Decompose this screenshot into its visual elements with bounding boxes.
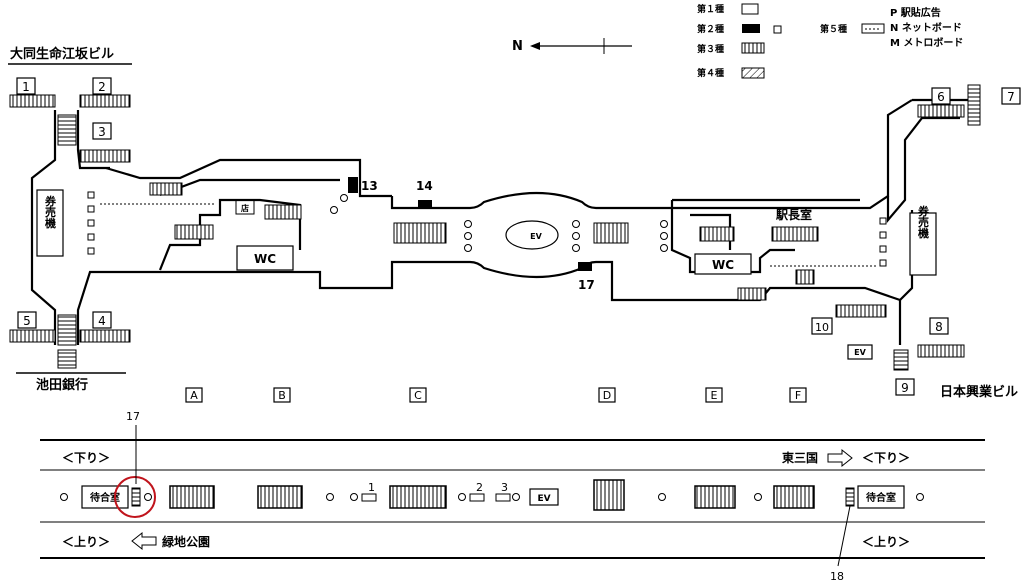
exit-1: 1 [22,80,30,94]
north-arrow-icon [530,42,540,50]
ad-13: 13 [361,179,378,193]
ticket-machine-left [36,189,64,257]
wc-left [236,245,294,271]
ticket-machine-left-label: 券売機 [44,194,58,229]
exit-7: 7 [1007,90,1015,104]
section-f: F [795,389,801,402]
exit-2: 2 [98,80,106,94]
north-label: N [512,39,523,54]
ev-center-label: EV [530,232,542,241]
ad-14: 14 [416,179,433,193]
exit-5: 5 [23,314,31,328]
ev-right-label: EV [854,348,866,357]
section-c: C [414,389,422,402]
station-master-label: 駅長室 [775,207,812,222]
platform-up-left: ＜上り＞ [62,534,110,549]
columns [87,191,887,267]
legend-type3-symbol [741,42,765,54]
section-e: E [711,389,718,402]
legend-type5-symbol [861,23,885,34]
exit-stairs [9,84,981,371]
legend-type1: 第１種 [697,3,724,15]
exit-3: 3 [98,125,106,139]
legend-type2: 第２種 [697,23,724,35]
wc-right [694,253,752,275]
legend-type4-symbol [741,67,765,79]
legend-n: N ネットボード [890,21,962,34]
platform-up-right: ＜上り＞ [862,534,910,549]
section-letters: A B C D E F [185,387,807,403]
legend-type3: 第３種 [697,43,724,55]
arrow-left-icon [131,531,157,551]
exit-4: 4 [98,314,106,328]
wc-left-label: WC [254,252,276,266]
wc-right-label: WC [712,258,734,272]
ad-markers: 13 14 17 [348,177,595,292]
building-bottom-right: 日本興業ビル [940,384,1018,400]
platform-ev: EV [537,494,550,504]
waiting-room-left: 待合室 [90,491,120,504]
ev-center [505,220,559,250]
ad-17-platform: 17 [126,410,140,423]
exit-9: 9 [901,381,909,395]
legend-p: P 駅貼広告 [890,6,941,19]
building-bottom-left: 池田銀行 [36,377,88,393]
exit-10: 10 [815,321,829,334]
platform-down-right: ＜下り＞ [862,451,910,465]
section-a: A [190,389,198,402]
highlight-17 [114,476,156,518]
exit-6: 6 [937,90,945,104]
ticket-machine-right-label: 券売機 [917,204,931,239]
ad-18: 18 [830,570,844,583]
legend-type2-symbol [742,24,760,33]
platform: ＜下り＞ ＜下り＞ 東三国 ＜上り＞ ＜上り＞ 緑地公園 待合室 待合室 EV … [40,410,985,583]
ad-17: 17 [578,278,595,292]
ad-2: 2 [476,481,483,494]
legend-m: M メトロボード [890,36,963,49]
ticket-machine-right [909,212,937,276]
arrow-right-icon [827,448,853,468]
platform-higashimikuni: 東三国 [782,450,818,465]
north-arrow: N [512,38,632,54]
legend: 第１種 第２種 第３種 第４種 第５種 P 駅貼広告 N ネットボード M メト… [697,3,963,79]
platform-ryokuchi: 緑地公園 [162,534,210,549]
rooms: 券売機 券売機 WC WC 店 駅長室 EV EV [36,189,937,360]
legend-type2-small [773,25,782,34]
ev-right [847,344,873,360]
waiting-room-right: 待合室 [866,491,896,504]
building-top-left: 大同生命江坂ビル [10,46,114,62]
shop-label: 店 [241,203,249,213]
ad-1: 1 [368,481,375,494]
section-b: B [278,389,286,402]
legend-type4: 第４種 [697,67,724,79]
platform-down-left: ＜下り＞ [62,451,110,465]
ad-3: 3 [501,481,508,494]
exit-numbers: 1 2 3 4 5 6 7 8 9 10 [16,77,1021,396]
section-d: D [603,389,611,402]
legend-type5: 第５種 [820,23,847,35]
exit-8: 8 [935,320,943,334]
legend-type1-symbol [741,3,759,15]
